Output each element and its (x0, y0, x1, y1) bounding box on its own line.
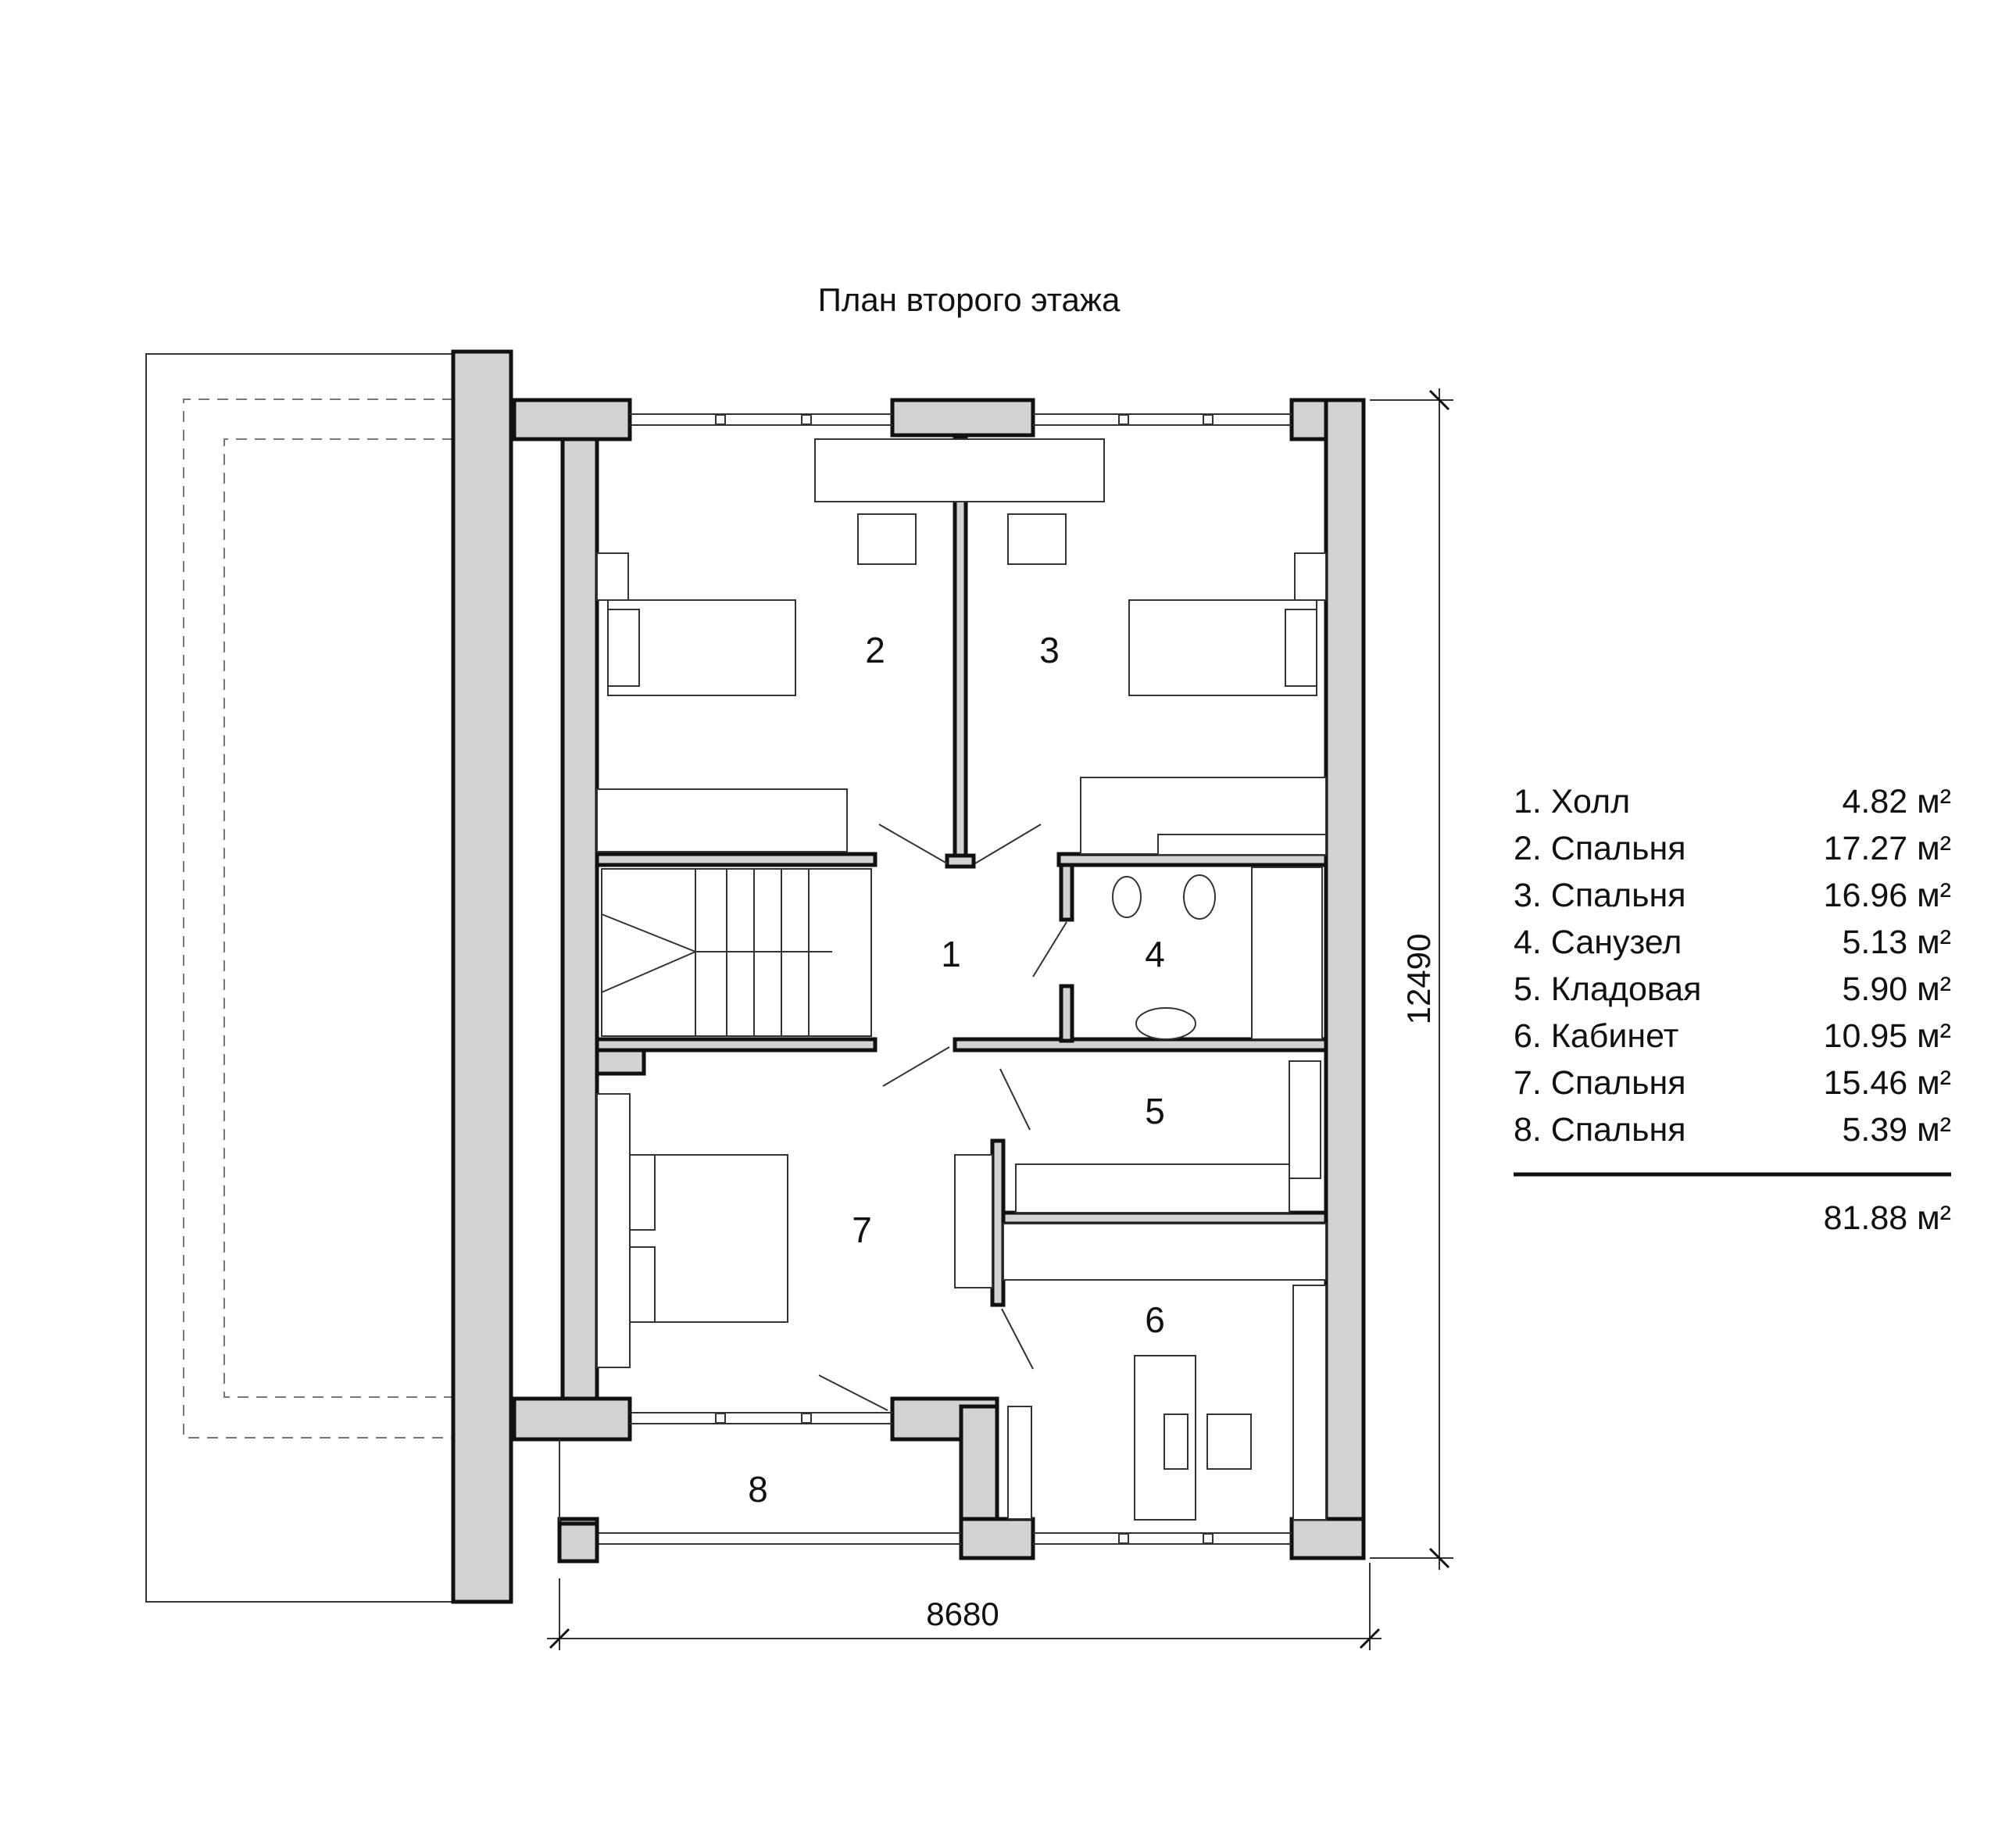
door-swings (818, 824, 1067, 1411)
legend-area-2: 17.27 м² (1824, 830, 1951, 867)
legend-name-5: 5. Кладовая (1514, 970, 1701, 1008)
legend-name-7: 7. Спальня (1514, 1064, 1686, 1102)
legend-area-3: 16.96 м² (1824, 877, 1951, 914)
staircase (601, 868, 872, 1037)
room-number-7: 7 (852, 1210, 872, 1250)
legend-area-6: 10.95 м² (1824, 1017, 1951, 1055)
room-number-4: 4 (1145, 934, 1165, 974)
room-number-3: 3 (1039, 630, 1060, 670)
room-number-6: 6 (1145, 1299, 1165, 1340)
dimension-width: 8680 (547, 1563, 1382, 1650)
room-legend: 1. Холл 4.82 м² 2. Спальня 17.27 м² 3. С… (1514, 783, 1951, 1237)
terrace-outline (145, 353, 453, 1603)
legend-name-3: 3. Спальня (1514, 877, 1686, 914)
interior-walls (595, 437, 1328, 1307)
width-dimension-label: 8680 (926, 1596, 999, 1632)
windows (630, 413, 1292, 1545)
dimension-height: 12490 (1370, 388, 1453, 1570)
room-3-furniture (1128, 552, 1327, 696)
legend-name-4: 4. Санузел (1514, 924, 1682, 961)
balcony (557, 1439, 961, 1564)
legend-area-7: 15.46 м² (1824, 1064, 1951, 1102)
legend-name-6: 6. Кабинет (1514, 1017, 1678, 1055)
room-2-furniture (596, 438, 1327, 855)
legend-name-1: 1. Холл (1514, 783, 1630, 820)
legend-area-5: 5.90 м² (1842, 970, 1951, 1008)
room-numbers: 1 2 3 4 5 6 7 8 (748, 630, 1165, 1510)
legend-area-8: 5.39 м² (1842, 1111, 1951, 1149)
room-number-8: 8 (748, 1469, 768, 1510)
legend-area-4: 5.13 м² (1842, 924, 1951, 961)
plan-title: План второго этажа (818, 281, 1121, 318)
legend-name-8: 8. Спальня (1514, 1111, 1686, 1149)
legend-area-1: 4.82 м² (1842, 783, 1951, 820)
lower-furniture (596, 1060, 1327, 1521)
walls (451, 349, 1366, 1604)
legend-name-2: 2. Спальня (1514, 830, 1686, 867)
bathroom-fixtures (1112, 834, 1327, 1040)
room-number-2: 2 (865, 630, 885, 670)
height-dimension-label: 12490 (1400, 934, 1437, 1025)
room-number-5: 5 (1145, 1091, 1165, 1131)
legend-total-area: 81.88 м² (1824, 1199, 1951, 1237)
room-number-1: 1 (941, 934, 961, 974)
